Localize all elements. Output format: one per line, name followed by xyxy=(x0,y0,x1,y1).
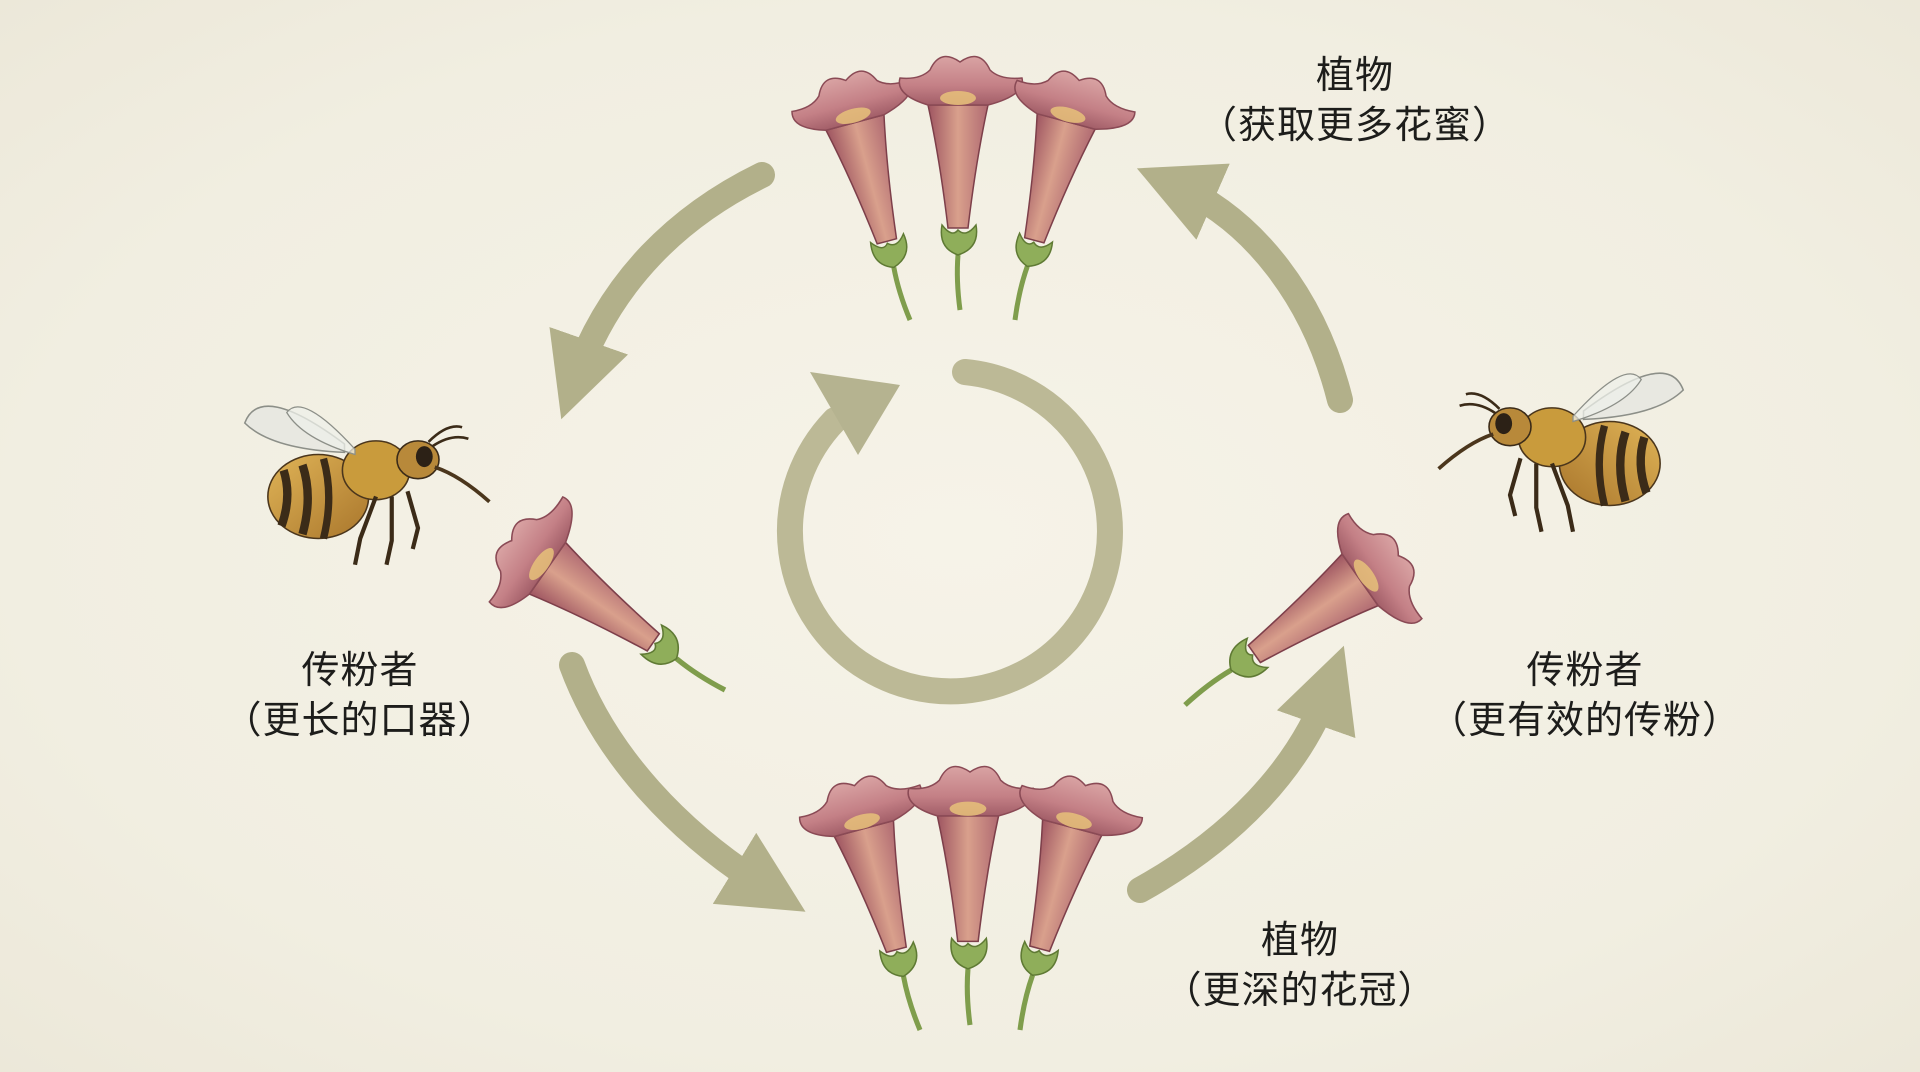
right-bee xyxy=(1439,373,1684,532)
label-plant-top-subtitle: （获取更多花蜜） xyxy=(1198,103,1511,147)
arrow-left-to-bottom xyxy=(559,652,806,912)
top-flower-cluster xyxy=(786,57,1141,337)
arrow-top-to-left xyxy=(549,162,775,420)
left-bee xyxy=(245,406,490,565)
cycle-arrows xyxy=(549,162,1356,912)
label-pollinator-right: 传粉者 （更有效的传粉） xyxy=(1400,645,1770,745)
right-flower xyxy=(1148,500,1440,758)
label-pollinator-left-title: 传粉者 xyxy=(301,648,419,692)
center-cycle-icon xyxy=(776,359,1123,705)
label-pollinator-left-subtitle: （更长的口器） xyxy=(223,698,497,742)
label-pollinator-right-title: 传粉者 xyxy=(1526,648,1644,692)
bottom-flower-cluster xyxy=(793,764,1148,1047)
label-plant-top: 植物 （获取更多花蜜） xyxy=(1195,50,1515,150)
label-plant-bottom-subtitle: （更深的花冠） xyxy=(1163,968,1437,1012)
arrow-bottom-to-right xyxy=(1127,645,1356,903)
label-pollinator-right-subtitle: （更有效的传粉） xyxy=(1428,698,1741,742)
arrow-right-to-top xyxy=(1136,163,1353,413)
label-plant-top-title: 植物 xyxy=(1315,53,1394,97)
label-plant-bottom: 植物 （更深的花冠） xyxy=(1150,915,1450,1015)
label-pollinator-left: 传粉者 （更长的口器） xyxy=(200,645,520,745)
label-plant-bottom-title: 植物 xyxy=(1260,918,1339,962)
